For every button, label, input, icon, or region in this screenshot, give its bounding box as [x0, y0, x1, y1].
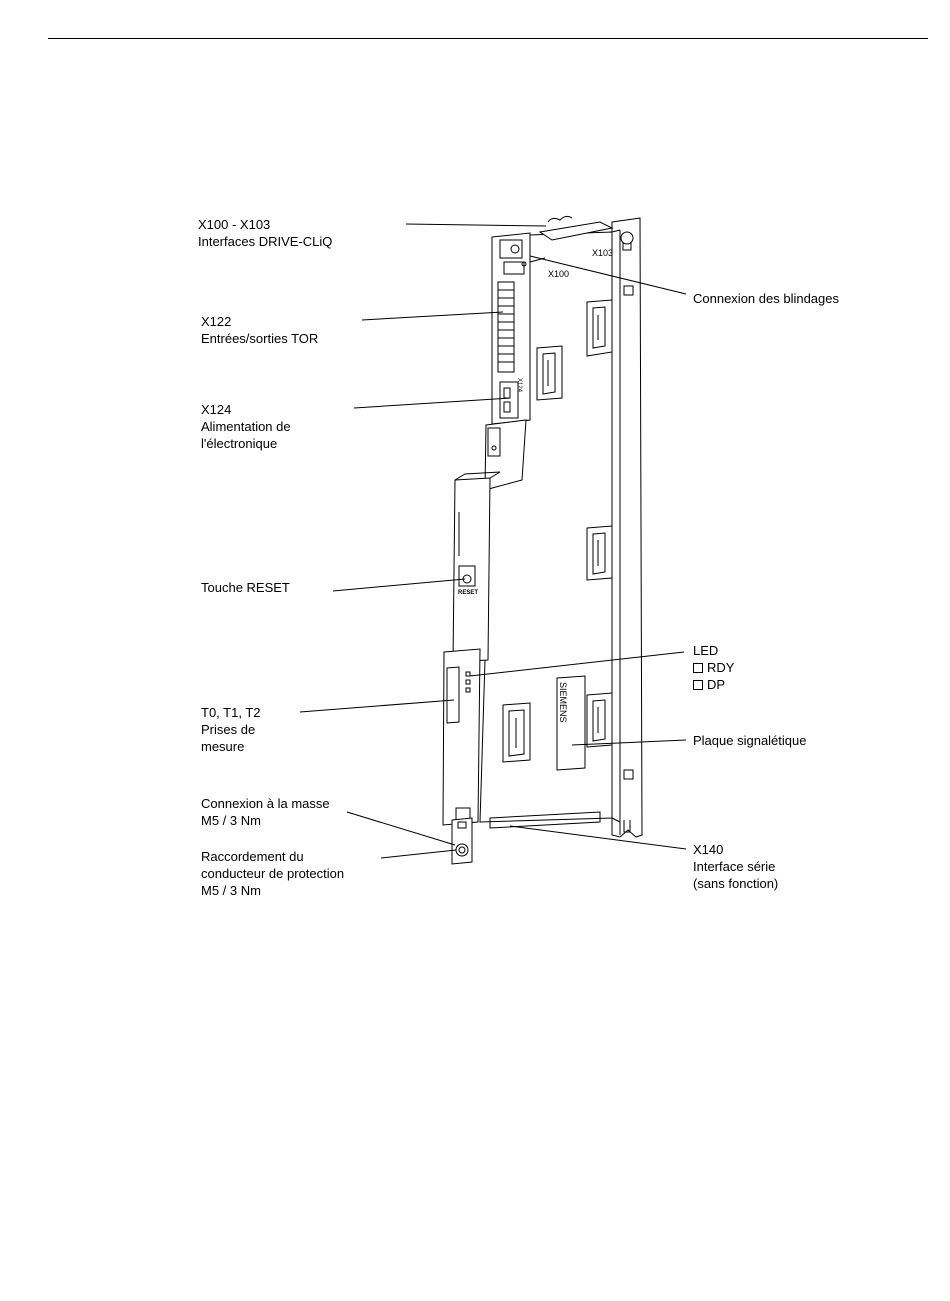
leader-lines [299, 223, 687, 859]
label-shield-connection: Connexion des blindages [693, 291, 839, 306]
led-rdy: RDY [693, 659, 734, 676]
led-dp-square-icon [693, 680, 703, 690]
header-rule [48, 38, 928, 39]
front-lower-module [442, 471, 601, 865]
x124-connector [499, 381, 519, 419]
device-mark-reset: RESET [458, 590, 478, 596]
measuring-sockets [446, 666, 460, 724]
drive-cliq-connectors [538, 221, 614, 241]
label-led: LED RDY DP [693, 643, 735, 693]
device-mark-x103: X103 [592, 248, 613, 258]
shield-clamp [499, 239, 523, 259]
front-top-section [491, 215, 614, 425]
device-brand-logo: SIEMENS [558, 682, 568, 723]
ground-tab [451, 817, 473, 865]
x122-pins [498, 289, 514, 363]
mounting-plate [611, 217, 643, 838]
device-mark-x124: X124 [516, 378, 522, 393]
front-step [484, 419, 527, 491]
x140-connector [489, 811, 601, 829]
led-rdy-square-icon [693, 663, 703, 673]
x122-terminal [497, 281, 515, 373]
led-dp: DP [693, 676, 734, 693]
reset-button-housing [458, 565, 476, 587]
ventilation-slots [502, 299, 613, 763]
device-mark-x100: X100 [548, 269, 569, 279]
nameplate-area [556, 675, 586, 771]
label-reset-button: Touche RESET [201, 580, 290, 595]
label-nameplate: Plaque signalétique [693, 733, 807, 748]
housing-side-panel [479, 229, 621, 823]
